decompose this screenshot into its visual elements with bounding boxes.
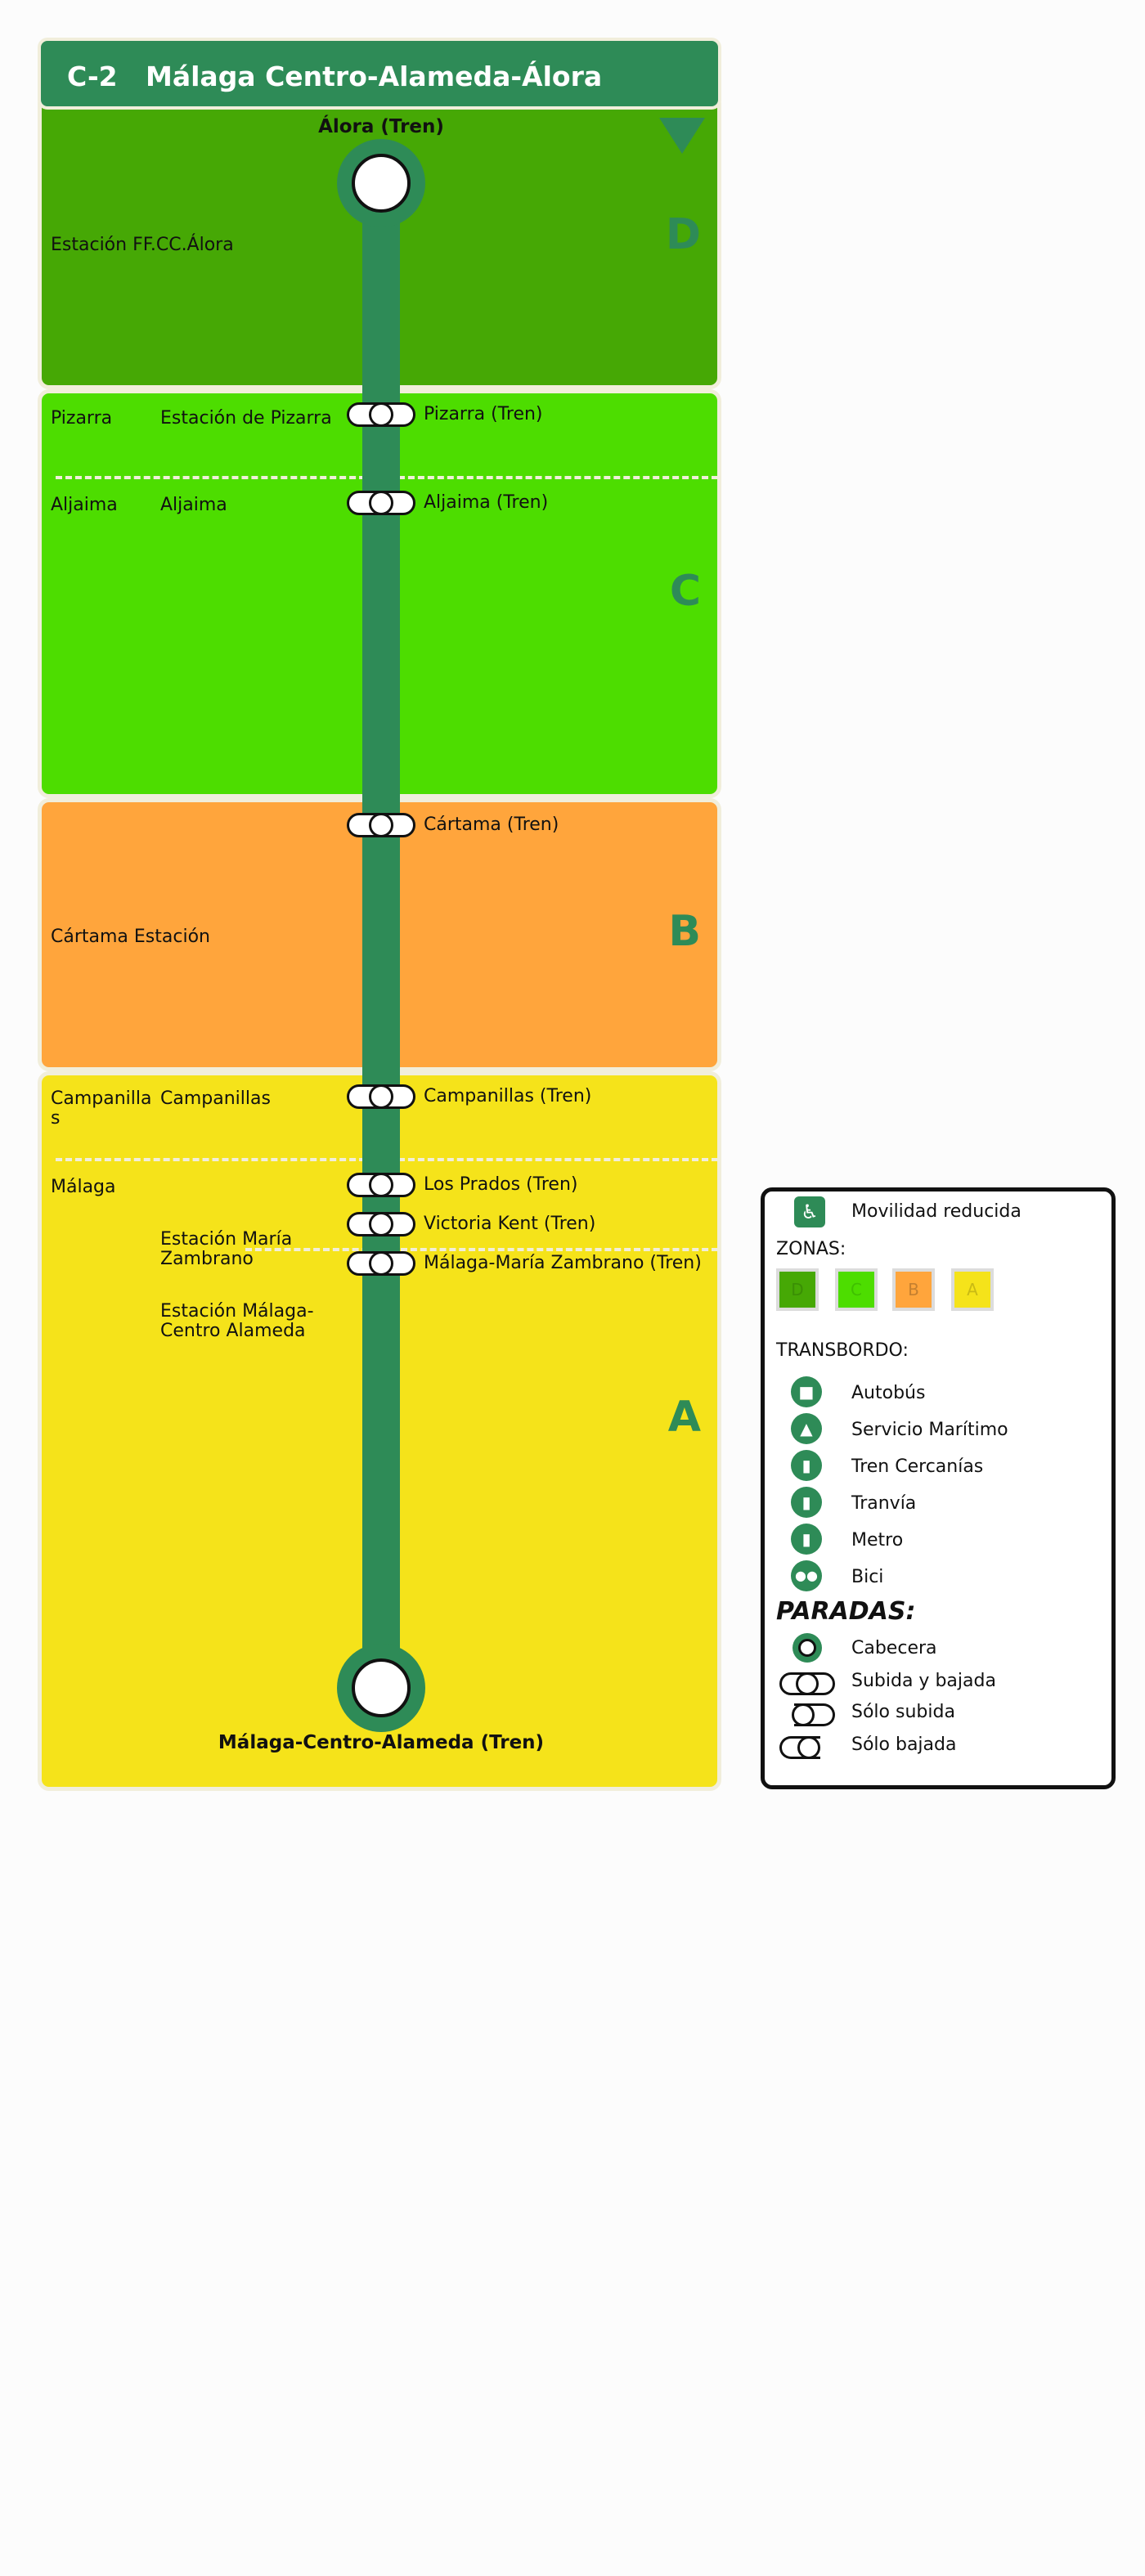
stop-marker <box>347 1251 415 1276</box>
zone-letter: D <box>665 210 701 259</box>
boat-icon: ▲ <box>791 1413 822 1444</box>
transfer-label: Tren Cercanías <box>851 1456 984 1477</box>
local-stop-maria-zambrano: Estación María Zambrano <box>160 1229 293 1269</box>
stop-marker <box>347 813 415 837</box>
train-icon: ▮ <box>791 1450 822 1481</box>
transfer-label: Tranvía <box>851 1493 917 1514</box>
town-cartama: Cártama Estación <box>51 927 210 947</box>
wheelchair-icon: ♿ <box>794 1196 825 1227</box>
zone-letter: B <box>668 907 701 956</box>
transfer-label: Autobús <box>851 1383 926 1403</box>
terminal-icon <box>793 1633 822 1663</box>
transfer-label: Metro <box>851 1530 904 1551</box>
stop-marker <box>347 1212 415 1236</box>
bus-icon: ■ <box>791 1376 822 1407</box>
stop-label: Pizarra (Tren) <box>424 404 543 424</box>
stop-label: Cártama (Tren) <box>424 815 559 835</box>
stop-label: Victoria Kent (Tren) <box>424 1214 596 1234</box>
stop-label: Los Prados (Tren) <box>424 1174 578 1195</box>
stop-label: Málaga-María Zambrano (Tren) <box>424 1253 702 1273</box>
zone-letter: C <box>669 567 701 616</box>
boarding-only-stop-icon <box>792 1703 835 1726</box>
zone-swatch: D <box>776 1268 819 1311</box>
stop-type-label: Sólo bajada <box>851 1735 957 1755</box>
legend-paradas-title: PARADAS: <box>776 1597 916 1626</box>
town-aljaima: Aljaima <box>51 495 118 515</box>
stop-marker <box>347 1084 415 1109</box>
line-header: C-2 Málaga Centro-Alameda-Álora <box>38 38 721 110</box>
legend-accessibility-label: Movilidad reducida <box>851 1201 1022 1222</box>
alighting-only-stop-icon <box>779 1736 820 1759</box>
stop-marker <box>347 1173 415 1197</box>
stop-type-label: Sólo subida <box>851 1702 955 1722</box>
stop-marker <box>347 402 415 427</box>
line-track <box>362 180 400 1676</box>
stop-label: Campanillas (Tren) <box>424 1086 592 1106</box>
town-pizarra: Pizarra <box>51 408 113 429</box>
terminal-bottom-label: Málaga-Centro-Alameda (Tren) <box>218 1732 545 1753</box>
legend-transbordo-title: TRANSBORDO: <box>776 1340 909 1361</box>
local-stop-aljaima: Aljaima <box>160 495 227 515</box>
stop-label: Aljaima (Tren) <box>424 492 549 513</box>
stop-type-label: Subida y bajada <box>851 1671 996 1691</box>
local-stop-campanillas: Campanillas <box>160 1088 271 1109</box>
legend-zonas-title: ZONAS: <box>776 1239 846 1259</box>
town-campanillas: Campanilla s <box>51 1088 152 1129</box>
stop-marker <box>347 491 415 515</box>
stop-type-label: Cabecera <box>851 1638 937 1658</box>
bike-icon: ●● <box>791 1560 822 1591</box>
town-malaga: Málaga <box>51 1177 116 1197</box>
town-alora-station: Estación FF.CC.Álora <box>51 235 234 255</box>
local-stop-pizarra: Estación de Pizarra <box>160 408 332 429</box>
terminal-bottom <box>337 1644 425 1732</box>
local-stop-centro-alameda: Estación Málaga-Centro Alameda <box>160 1301 314 1341</box>
line-code: C-2 <box>67 61 118 92</box>
transfer-label: Bici <box>851 1567 884 1587</box>
terminal-top <box>337 139 425 227</box>
down-triangle-icon <box>659 118 705 154</box>
boundary-dash <box>245 1248 718 1251</box>
transfer-label: Servicio Marítimo <box>851 1420 1008 1440</box>
zone-swatch: A <box>951 1268 994 1311</box>
terminal-top-label: Álora (Tren) <box>318 116 444 137</box>
zone-swatch: C <box>835 1268 878 1311</box>
tram-icon: ▮ <box>791 1487 822 1518</box>
legend: ♿ Movilidad reducida ZONAS: D C B A TRAN… <box>761 1187 1116 1789</box>
metro-icon: ▮ <box>791 1524 822 1555</box>
zone-swatch: B <box>892 1268 935 1311</box>
zone-letter: A <box>667 1393 701 1442</box>
line-name: Málaga Centro-Alameda-Álora <box>146 61 603 92</box>
both-ways-stop-icon <box>779 1672 835 1695</box>
